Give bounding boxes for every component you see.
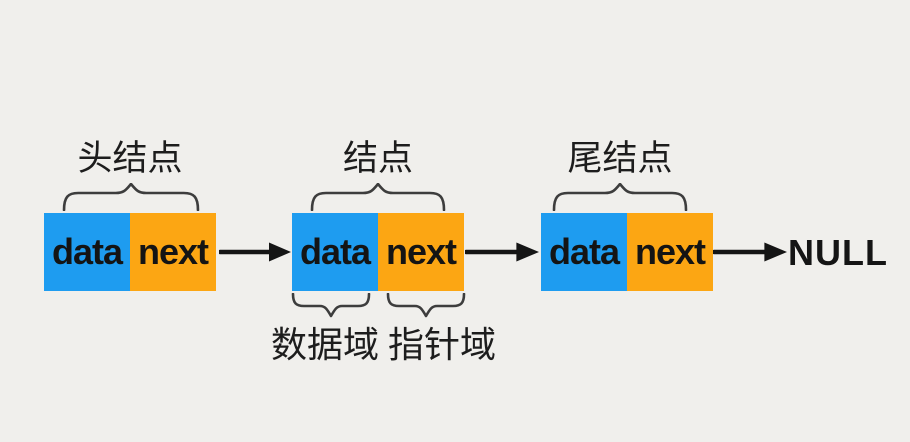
middle-node-data-cell: data — [292, 213, 378, 291]
middle-node-label: 结点 — [342, 139, 413, 178]
tail-node-label: 尾结点 — [567, 139, 673, 178]
null-terminator: NULL — [788, 232, 888, 273]
curly-brace-down-icon — [291, 293, 371, 318]
right-arrow-icon — [713, 242, 787, 262]
tail-node-data-cell: data — [541, 213, 627, 291]
arrow-head-to-middle — [219, 240, 291, 264]
tail-node-next-cell: next — [627, 213, 713, 291]
head-node-overbrace — [62, 183, 200, 211]
data-field-underbrace — [291, 293, 371, 320]
curly-brace-up-icon — [552, 183, 688, 211]
middle-node-next-cell: next — [378, 213, 464, 291]
right-arrow-icon — [465, 242, 539, 262]
pointer-field-label: 指针域 — [387, 324, 496, 365]
curly-brace-up-icon — [310, 183, 446, 211]
tail-node-overbrace — [552, 183, 688, 211]
head-node: data next — [44, 213, 216, 291]
curly-brace-up-icon — [62, 183, 200, 211]
arrow-tail-to-null — [713, 240, 787, 264]
right-arrow-icon — [219, 242, 291, 262]
middle-node: data next — [292, 213, 464, 291]
pointer-field-underbrace — [386, 293, 466, 320]
arrow-middle-to-tail — [465, 240, 539, 264]
tail-node: data next — [541, 213, 713, 291]
head-node-data-cell: data — [44, 213, 130, 291]
head-node-next-cell: next — [130, 213, 216, 291]
curly-brace-down-icon — [386, 293, 466, 318]
data-field-label: 数据域 — [270, 324, 379, 365]
middle-node-overbrace — [310, 183, 446, 211]
head-node-label: 头结点 — [77, 139, 183, 178]
